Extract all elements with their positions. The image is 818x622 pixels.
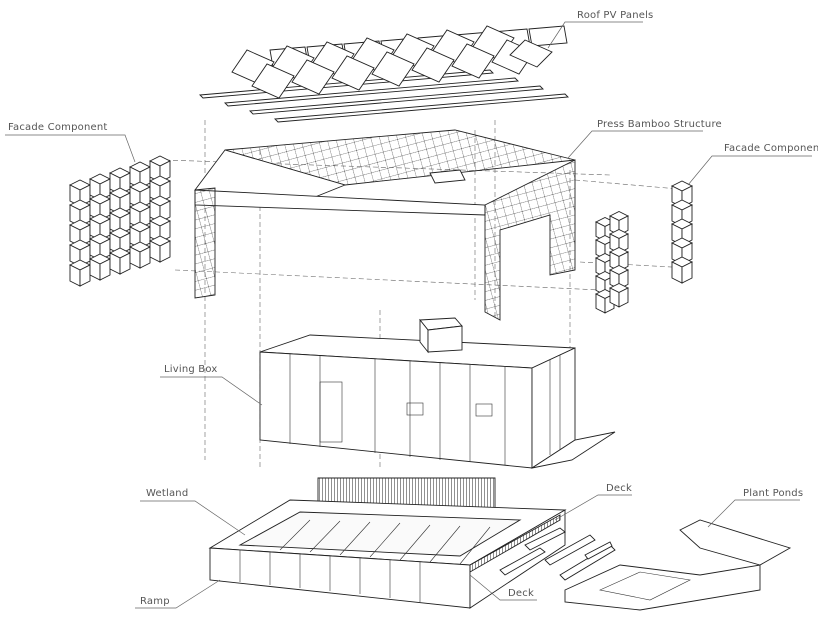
deck-pieces	[499, 527, 616, 581]
label-press-bamboo-structure: Press Bamboo Structure	[567, 119, 722, 159]
pv-rail	[223, 77, 520, 107]
plant-ponds	[564, 519, 792, 611]
facade-cube-side	[99, 258, 111, 281]
facade-cube-side	[119, 252, 131, 275]
press-bamboo-structure	[194, 129, 576, 321]
label-text: Press Bamboo Structure	[597, 119, 722, 130]
facade-cube-side	[618, 287, 629, 308]
pv-panel	[291, 59, 335, 95]
living-box	[259, 317, 616, 469]
pv-rail	[248, 85, 545, 115]
label-text: Wetland	[146, 488, 188, 499]
pv-panel	[411, 47, 455, 83]
pv-panel	[331, 55, 375, 91]
label-text: Ramp	[140, 596, 170, 607]
facade-cube-side	[159, 240, 171, 263]
label-facade-component: Facade Component	[5, 122, 136, 163]
pv-rail	[273, 93, 570, 123]
label-text: Deck	[606, 483, 632, 494]
label-deck-lower: Deck	[469, 574, 537, 601]
label-ramp: Ramp	[135, 579, 221, 609]
label-living-box: Living Box	[160, 364, 263, 406]
pv-panel	[509, 39, 553, 68]
facade-cube-side	[681, 261, 693, 284]
label-text: Living Box	[164, 364, 218, 375]
label-text: Facade Component	[8, 122, 108, 133]
label-text: Plant Ponds	[743, 488, 803, 499]
label-facade-components: Facade Components	[687, 143, 818, 186]
pv-panel	[528, 25, 568, 47]
facade-components-right	[670, 180, 694, 284]
label-text: Deck	[508, 588, 534, 599]
label-text: Facade Components	[724, 143, 818, 154]
pv-panel	[251, 63, 295, 99]
facade-cube-side	[79, 264, 91, 287]
label-wetland: Wetland	[140, 488, 246, 536]
facade-cube-side	[139, 246, 151, 269]
label-deck-upper: Deck	[554, 483, 632, 521]
label-text: Roof PV Panels	[577, 10, 653, 21]
pv-panel	[371, 51, 415, 87]
label-plant-ponds: Plant Ponds	[707, 488, 803, 528]
facade-component-left	[68, 155, 172, 287]
pv-panel	[451, 43, 495, 79]
facade-components-middle	[594, 210, 630, 314]
roof-pv-panels	[198, 25, 570, 123]
label-roof-pv-panels: Roof PV Panels	[547, 10, 653, 49]
base-platform	[208, 477, 567, 609]
